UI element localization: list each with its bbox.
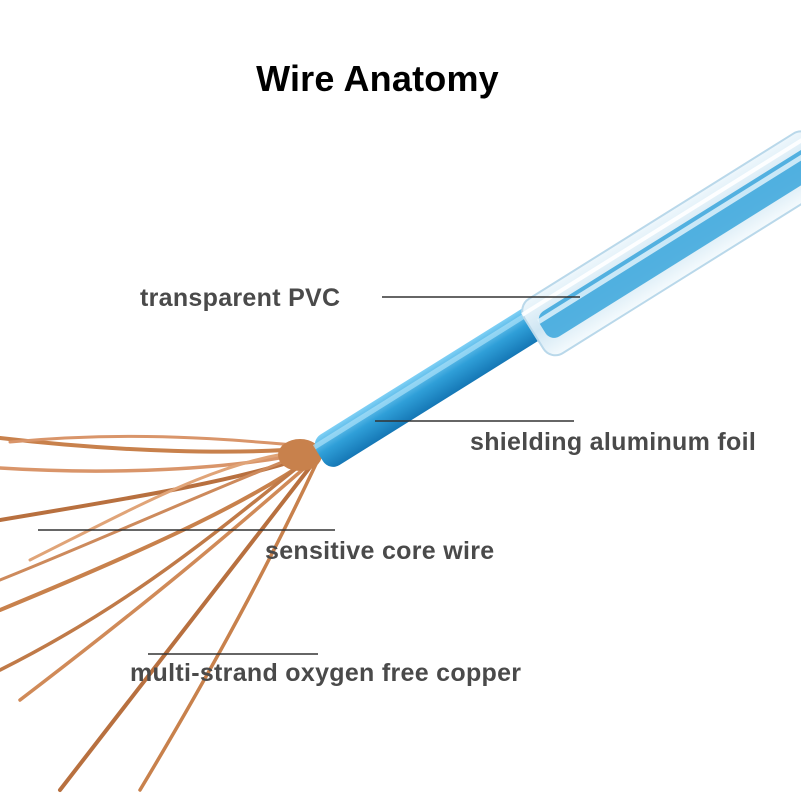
diagram-title: Wire Anatomy: [256, 58, 499, 99]
label-core-wire: sensitive core wire: [265, 537, 495, 565]
copper-strand: [0, 456, 314, 612]
copper-strand: [58, 460, 316, 792]
copper-strand: [0, 450, 312, 473]
copper-strand: [8, 434, 310, 448]
copper-strand: [28, 448, 312, 562]
copper-bundle: [278, 439, 322, 471]
label-shielding-foil: shielding aluminum foil: [470, 428, 757, 456]
copper-strand: [0, 449, 312, 582]
label-transparent-pvc: transparent PVC: [140, 284, 341, 312]
pvc-jacket: [521, 130, 801, 357]
leader-lines: [38, 296, 580, 655]
copper-strand: [138, 462, 318, 792]
foil-section: [312, 302, 554, 467]
copper-strand: [18, 458, 316, 702]
copper-strands: [0, 434, 318, 792]
copper-strand: [0, 454, 314, 672]
label-copper-strands: multi-strand oxygen free copper: [130, 659, 522, 687]
